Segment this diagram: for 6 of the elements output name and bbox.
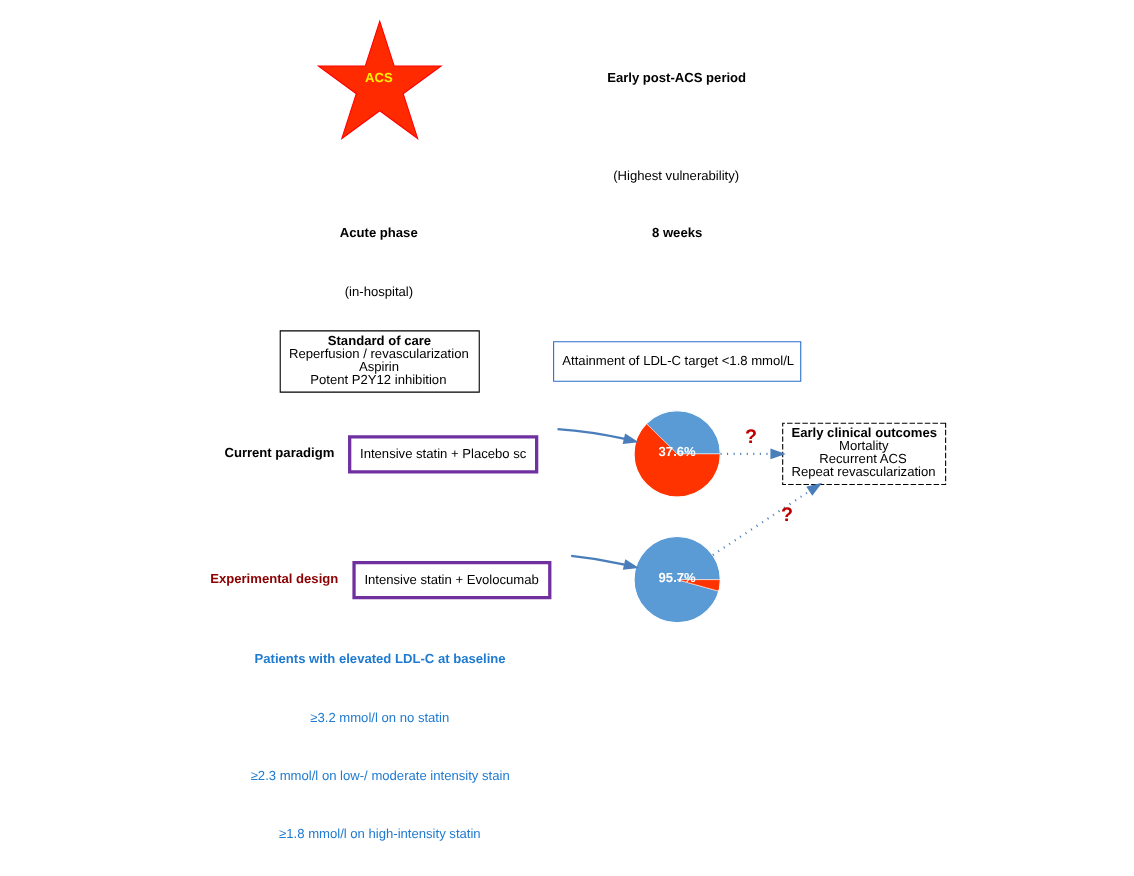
edge-label: ? xyxy=(744,427,757,450)
arrow xyxy=(720,448,786,460)
arrow xyxy=(712,482,823,556)
edge-label: ? xyxy=(781,504,794,527)
arrow xyxy=(571,554,639,570)
arrow xyxy=(557,427,639,444)
